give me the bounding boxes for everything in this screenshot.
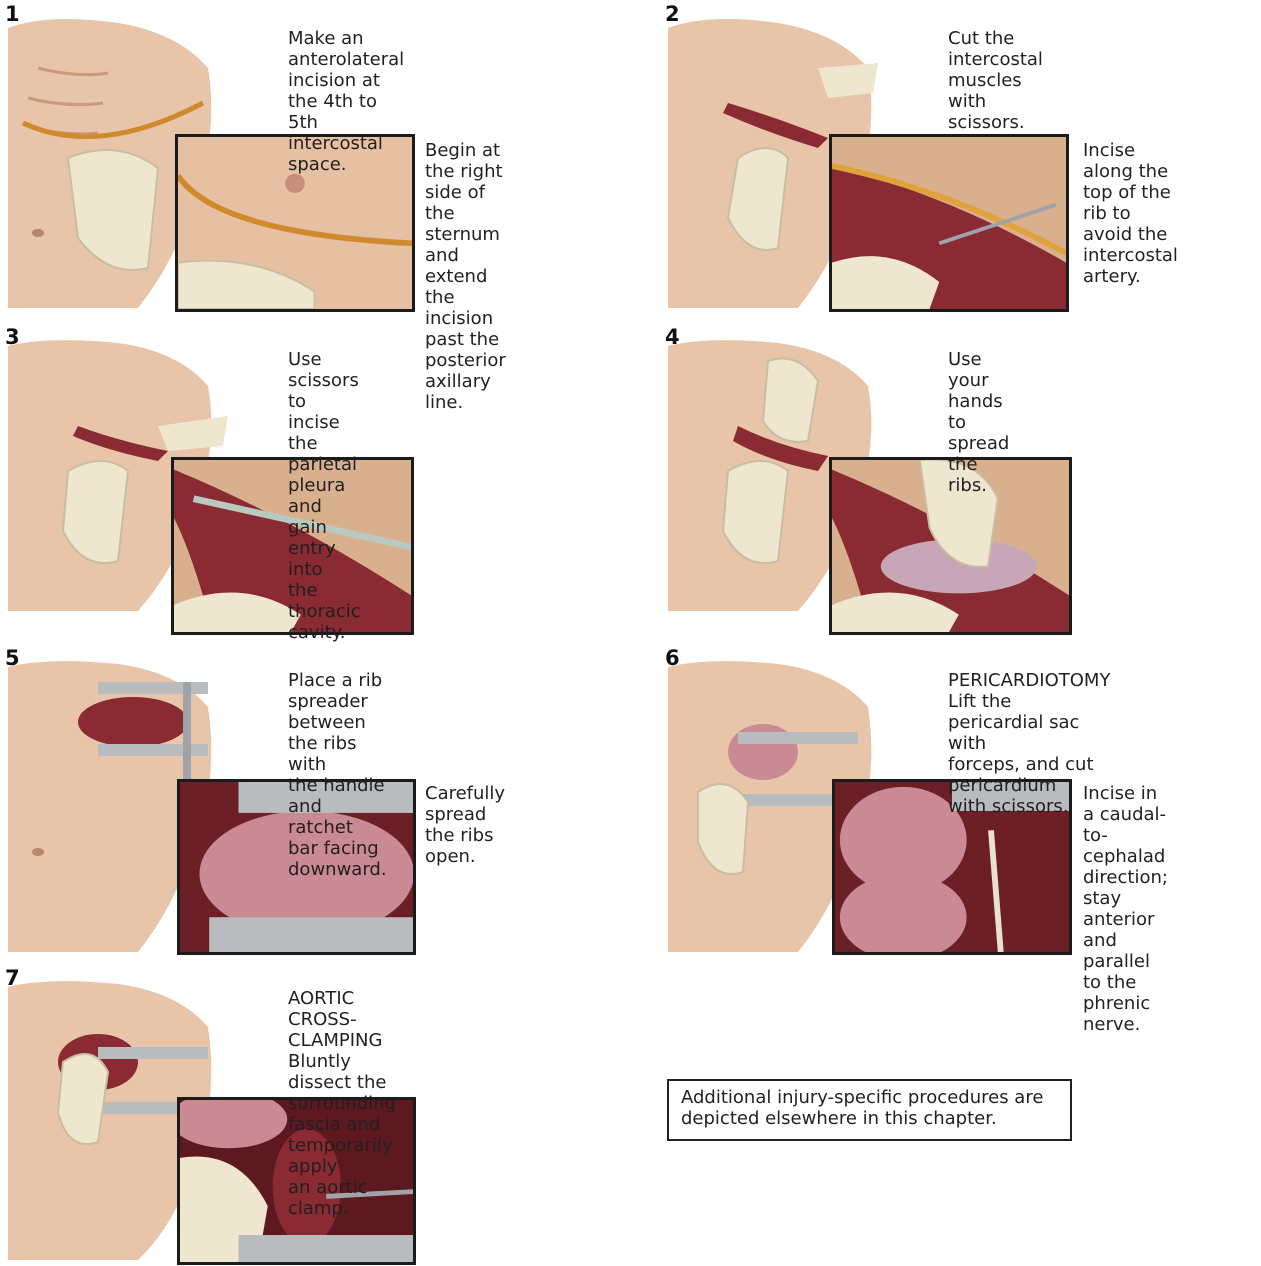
step-description: Cut the intercostal muscles with scissor… xyxy=(948,28,1043,133)
step-description: Make an anterolateral incision at the 4t… xyxy=(288,28,404,175)
inset-image xyxy=(829,134,1069,312)
inset-caption: Incise along the top of the rib to avoid… xyxy=(1083,140,1178,287)
inset-caption: Incise in a caudal- to-cephalad directio… xyxy=(1083,783,1168,1035)
step-description: AORTIC CROSS-CLAMPING Bluntly dissect th… xyxy=(288,988,396,1219)
step-description: Use scissors to incise the parietal pleu… xyxy=(288,349,361,643)
inset-caption: Carefully spread the ribs open. xyxy=(425,783,505,867)
inset-caption: Begin at the right side of the sternum a… xyxy=(425,140,506,413)
note-box: Additional injury-specific procedures ar… xyxy=(667,1079,1072,1141)
inset-muscle-drawing xyxy=(832,137,1066,309)
step-description: Place a rib spreader between the ribs wi… xyxy=(288,670,387,880)
step-description: Use your hands to spread the ribs. xyxy=(948,349,1009,496)
